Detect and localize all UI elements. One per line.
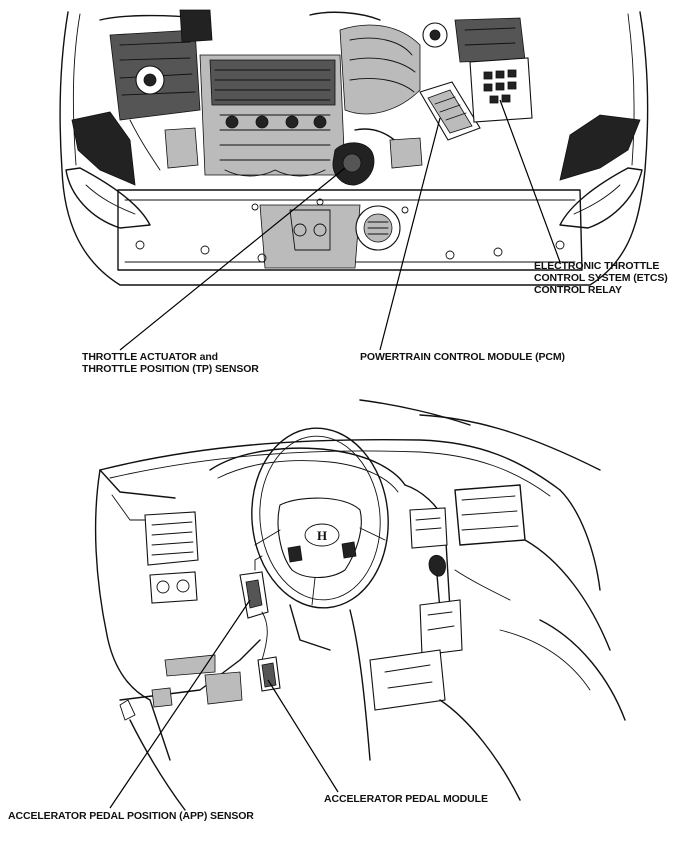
leader-throttle-actuator xyxy=(119,167,346,351)
throttle-actuator-label-line-1: THROTTLE ACTUATOR and xyxy=(82,351,218,363)
app-sensor-label: ACCELERATOR PEDAL POSITION (APP) SENSOR xyxy=(8,810,254,822)
throttle-actuator-label-line-2: THROTTLE POSITION (TP) SENSOR xyxy=(82,363,259,375)
etcs-relay-label-line-2: CONTROL SYSTEM (ETCS) xyxy=(534,272,668,284)
leader-etcs-relay xyxy=(499,99,561,263)
leader-pcm xyxy=(379,117,441,351)
leader-app-sensor xyxy=(109,599,251,809)
etcs-relay-label: ELECTRONIC THROTTLE CONTROL SYSTEM (ETCS… xyxy=(534,260,668,296)
pedal-module-label: ACCELERATOR PEDAL MODULE xyxy=(324,793,488,805)
throttle-actuator-label: THROTTLE ACTUATOR and THROTTLE POSITION … xyxy=(82,351,259,375)
pcm-label: POWERTRAIN CONTROL MODULE (PCM) xyxy=(360,351,565,363)
svg-text:H: H xyxy=(317,528,327,543)
etcs-relay-label-line-1: ELECTRONIC THROTTLE xyxy=(534,260,660,272)
leader-pedal-module xyxy=(267,679,339,793)
etcs-relay-label-line-3: CONTROL RELAY xyxy=(534,284,622,296)
